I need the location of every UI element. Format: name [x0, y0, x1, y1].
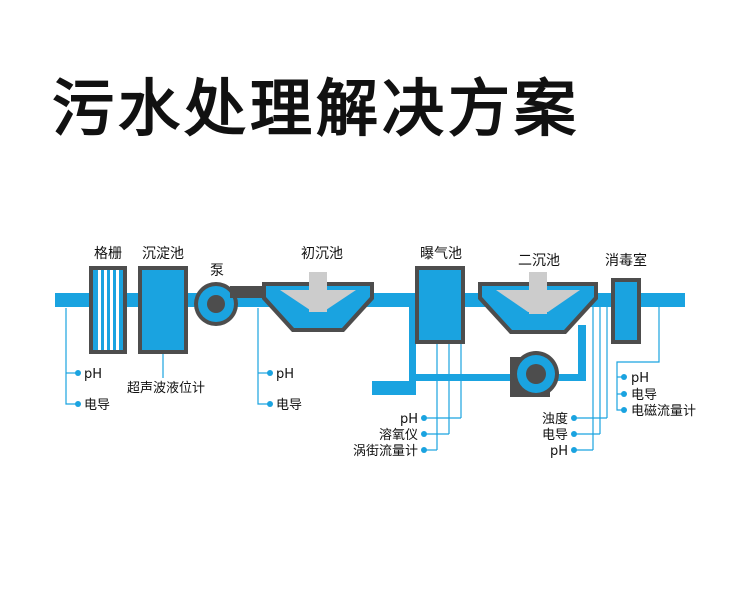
return-pipe-left: [372, 381, 416, 395]
label-aeration: 曝气池: [420, 246, 462, 262]
label-secondary: 二沉池: [518, 253, 560, 269]
pump-2: [510, 351, 559, 397]
sensor-grille-0: pH: [84, 367, 102, 382]
sensor-grille-1: 电导: [84, 398, 110, 413]
grit-chamber: [138, 266, 188, 354]
disinfection-chamber: [611, 278, 641, 344]
sensor-disinfection-2: 电磁流量计: [631, 404, 696, 419]
aeration-tank: [415, 266, 465, 344]
sensor-aeration-2: 涡街流量计: [353, 444, 418, 459]
sensor-secondary-2: pH: [550, 444, 568, 459]
sensor-primary-1: 电导: [276, 398, 302, 413]
sensor-primary-0: pH: [276, 367, 294, 382]
sensor-disinfection-1: 电导: [631, 388, 657, 403]
label-grille: 格栅: [94, 246, 122, 262]
sensor-grit-0: 超声波液位计: [127, 381, 205, 396]
sensor-group-secondary: [574, 305, 608, 451]
pump-1: [194, 282, 262, 326]
sensor-aeration-0: pH: [400, 412, 418, 427]
sensor-group-primary: [257, 308, 270, 405]
sensor-group-aeration: [424, 344, 462, 451]
secondary-clarifier: [478, 272, 598, 334]
label-primary: 初沉池: [301, 245, 343, 262]
page-title: 污水处理解决方案: [52, 72, 581, 145]
sensor-group-grille: [65, 308, 78, 405]
sensor-secondary-1: 电导: [542, 428, 568, 443]
sensor-aeration-1: 溶氧仪: [379, 428, 418, 443]
primary-clarifier: [262, 272, 374, 332]
grille-unit: [89, 266, 127, 354]
label-grit: 沉淀池: [142, 246, 184, 262]
sensor-disinfection-0: pH: [631, 371, 649, 386]
label-pump: 泵: [210, 263, 224, 279]
sensor-secondary-0: 浊度: [542, 411, 568, 427]
label-disinfection: 消毒室: [605, 252, 647, 269]
